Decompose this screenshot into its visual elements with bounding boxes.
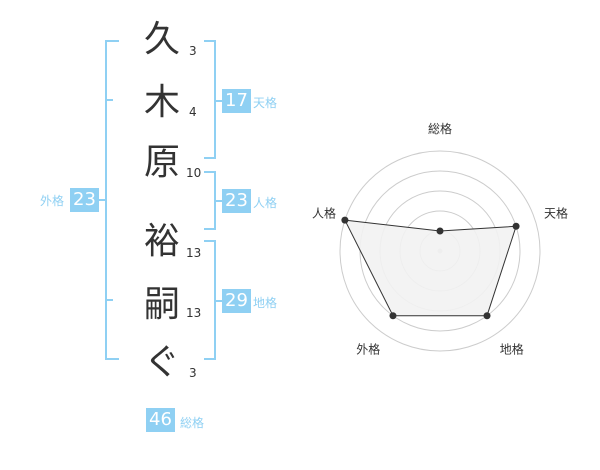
- radar-point-2: [512, 222, 520, 230]
- tenkaku-label: 天格: [253, 96, 278, 110]
- chikaku-bracket-vertical: [214, 240, 216, 360]
- gaikaku-bracket-top: [105, 40, 119, 42]
- stroke-count-2: 4: [189, 105, 197, 119]
- gaikaku-badge: 23: [70, 188, 99, 212]
- radar-axis-label-2: 天格: [544, 205, 568, 220]
- tenkaku-bracket-connector: [216, 100, 222, 102]
- jinkaku-badge: 23: [222, 189, 251, 213]
- jinkaku-bracket-connector: [216, 200, 222, 202]
- radar-point-1: [436, 227, 444, 235]
- gaikaku-label: 外格: [40, 194, 65, 208]
- jinkaku-bracket-vertical: [214, 171, 216, 230]
- radar-point-3: [483, 312, 491, 320]
- tenkaku-bracket-vertical: [214, 40, 216, 159]
- name-char-6: ぐ: [143, 342, 180, 383]
- stroke-count-4: 13: [186, 246, 202, 260]
- name-char-4: 裕: [143, 221, 180, 262]
- stroke-count-3: 10: [186, 166, 202, 180]
- chikaku-label: 地格: [253, 296, 278, 310]
- chikaku-bracket-bottom: [204, 358, 216, 360]
- name-char-1: 久: [143, 19, 180, 60]
- gaikaku-bracket-vertical: [105, 40, 107, 360]
- gaikaku-bracket-connector: [97, 199, 105, 201]
- radar-axis-label-5: 人格: [312, 205, 336, 220]
- chikaku-badge: 29: [222, 289, 251, 313]
- jinkaku-label: 人格: [253, 196, 278, 210]
- radar-point-5: [341, 216, 349, 224]
- name-char-3: 原: [143, 142, 180, 183]
- soukaku-badge: 46: [146, 408, 175, 432]
- radar-axis-label-1: 総格: [428, 121, 452, 136]
- stroke-count-1: 3: [189, 44, 197, 58]
- stroke-count-6: 3: [189, 366, 197, 380]
- tenkaku-badge: 17: [222, 89, 251, 113]
- radar-point-4: [389, 312, 397, 320]
- jinkaku-bracket-bottom: [204, 228, 216, 230]
- name-char-5: 嗣: [143, 284, 180, 325]
- radar-axis-label-3: 地格: [500, 342, 524, 357]
- chikaku-bracket-top: [204, 240, 216, 242]
- radar-data-polygon: [344, 219, 517, 317]
- gaikaku-bracket-tick-2: [105, 299, 113, 301]
- stroke-count-5: 13: [186, 306, 202, 320]
- name-char-2: 木: [143, 82, 180, 123]
- gaikaku-bracket-bottom: [105, 358, 119, 360]
- gaikaku-bracket-tick-1: [105, 99, 113, 101]
- chikaku-bracket-connector: [216, 300, 222, 302]
- tenkaku-bracket-top: [204, 40, 216, 42]
- radar-axis-label-4: 外格: [356, 342, 380, 357]
- radar-grid-ring-5: [339, 150, 541, 352]
- tenkaku-bracket-bottom: [204, 157, 216, 159]
- jinkaku-bracket-top: [204, 171, 216, 173]
- soukaku-label: 総格: [180, 416, 205, 430]
